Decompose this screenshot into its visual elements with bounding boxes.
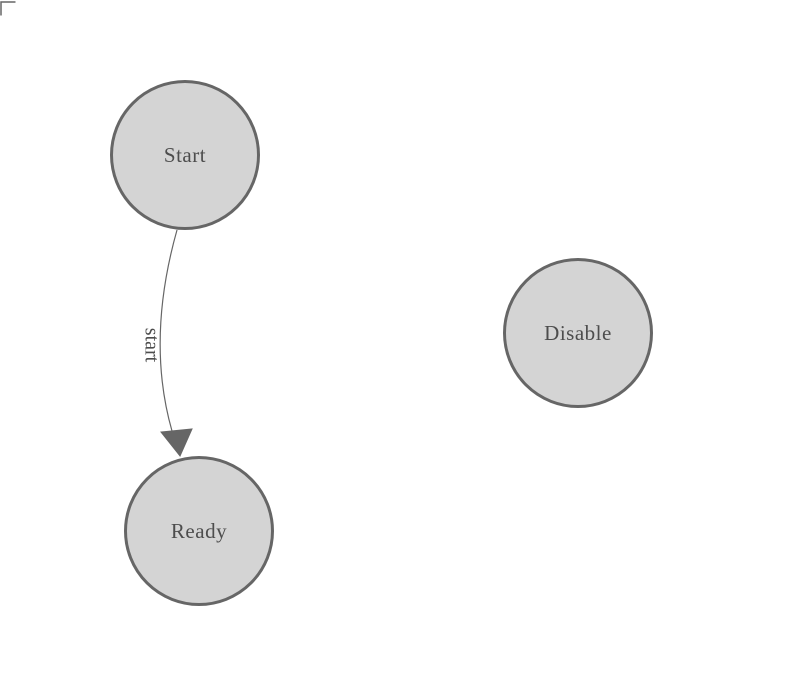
node-start[interactable]: Start [110,80,260,230]
node-ready-label: Ready [170,518,228,543]
edge-start-to-ready-label[interactable]: start [140,327,163,363]
arrowhead-icon [160,428,193,457]
canvas-origin-corner-icon [0,1,16,16]
node-start-label: Start [163,142,207,167]
node-ready[interactable]: Ready [124,456,274,606]
node-disable-label: Disable [544,320,612,345]
edge-start-to-ready[interactable] [159,229,178,432]
node-disable[interactable]: Disable [503,258,653,408]
